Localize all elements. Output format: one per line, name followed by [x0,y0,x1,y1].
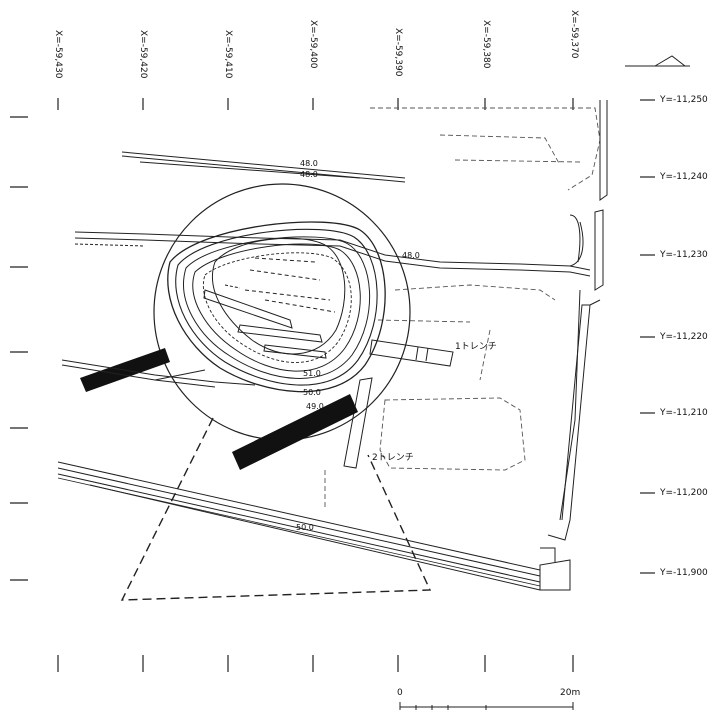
elevation-label: 49.0 [306,402,324,411]
trench-1-label: 1トレンチ [455,342,497,352]
mound-ridges [203,257,336,359]
lower-road [57,461,571,591]
right-road [547,100,608,541]
y-coord-label: Y=-11,900 [660,568,708,578]
x-coord-label: X=-59,400 [308,20,318,69]
elevation-label: 48.0 [402,251,420,260]
y-coord-label: Y=-11,220 [660,332,708,342]
scale-start-label: 0 [397,688,403,698]
elevation-label: 48.0 [300,159,318,168]
field-outlines [324,107,601,510]
x-coord-label: X=-59,380 [481,20,491,69]
x-coord-label: X=-59,370 [569,10,579,59]
mound-contours [167,221,386,393]
x-coord-label: X=-59,420 [138,30,148,79]
upper-road [74,221,591,277]
x-coord-label: X=-59,430 [53,30,63,79]
view-lines [120,417,432,601]
y-coord-label: Y=-11,240 [660,172,708,182]
trench-1 [369,339,454,367]
y-coord-label: Y=-11,230 [660,250,708,260]
trench-2-label: 2トレンチ [372,453,414,463]
elevation-label: 50.0 [303,388,321,397]
x-coord-label: X=-59,390 [393,28,403,77]
trench-2 [343,377,373,469]
y-coord-label: Y=-11,250 [660,95,708,105]
upper-contours [121,151,406,183]
y-coord-label: Y=-11,210 [660,408,708,418]
y-coord-label: Y=-11,200 [660,488,708,498]
left-path [61,359,256,388]
scale-end-label: 20m [560,688,581,698]
grid-ticks [10,98,655,672]
north-arrow-icon [625,55,690,67]
x-coord-label: X=-59,410 [223,30,233,79]
elevation-label: 51.0 [303,369,321,378]
elevation-label: 48.0 [300,170,318,179]
mound-outline [153,183,411,441]
scale-bar [399,702,574,710]
elevation-label: 50.0 [296,523,314,532]
